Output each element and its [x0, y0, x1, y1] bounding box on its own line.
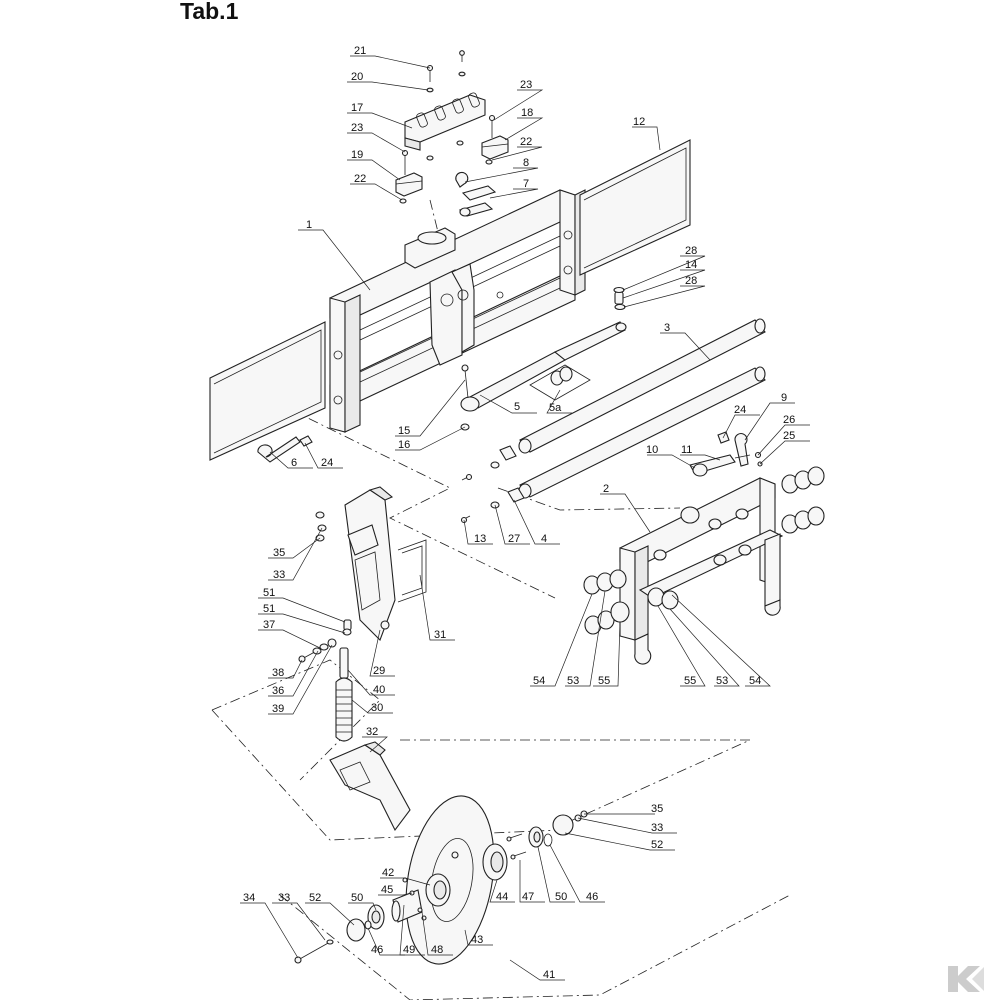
- callout-32: 32: [366, 726, 378, 738]
- callout-52-right: 52: [651, 839, 663, 851]
- bearing-assembly: [482, 810, 588, 881]
- callout-27: 27: [508, 533, 520, 545]
- callout-23-right: 23: [520, 79, 532, 91]
- callout-1: 1: [306, 219, 312, 231]
- callout-53-left: 53: [567, 675, 579, 687]
- callout-35-bottom: 35: [651, 803, 663, 815]
- callout-30: 30: [371, 702, 383, 714]
- callout-55-left: 55: [598, 675, 610, 687]
- callout-50-right: 50: [555, 891, 567, 903]
- callout-33-top: 33: [273, 569, 285, 581]
- callout-43: 43: [471, 934, 483, 946]
- callout-22-right: 22: [520, 136, 532, 148]
- page-title: Tab.1: [180, 0, 239, 24]
- callout-28-top: 28: [685, 245, 697, 257]
- spring-assembly: [298, 619, 353, 742]
- callout-13: 13: [474, 533, 486, 545]
- callout-12: 12: [633, 116, 645, 128]
- callout-15: 15: [398, 425, 410, 437]
- callout-9: 9: [781, 392, 787, 404]
- small-fasteners: [460, 445, 525, 524]
- disc-arm-32: [329, 741, 411, 832]
- callout-3: 3: [664, 322, 670, 334]
- callout-6: 6: [291, 457, 297, 469]
- rear-frame: [619, 431, 784, 665]
- callout-8: 8: [523, 157, 529, 169]
- callout-23-left: 23: [351, 122, 363, 134]
- callout-24-left: 24: [321, 457, 333, 469]
- pins-7-8: [455, 171, 497, 217]
- callout-38: 38: [272, 667, 284, 679]
- main-frame: [329, 189, 586, 433]
- callout-21: 21: [354, 45, 366, 57]
- callout-46-right: 46: [586, 891, 598, 903]
- bearing-rings: [583, 466, 825, 635]
- callout-24-right: 24: [734, 404, 746, 416]
- callout-33-mid: 33: [651, 822, 663, 834]
- callout-10: 10: [646, 444, 658, 456]
- callout-14: 14: [685, 259, 697, 271]
- hydraulic-cylinder: [460, 286, 627, 431]
- callout-31: 31: [434, 629, 446, 641]
- callout-22-left: 22: [354, 173, 366, 185]
- callout-34: 34: [243, 892, 255, 904]
- callout-49: 49: [403, 944, 415, 956]
- callout-55-right: 55: [684, 675, 696, 687]
- callout-36: 36: [272, 685, 284, 697]
- callout-40: 40: [373, 684, 385, 696]
- callout-7: 7: [523, 178, 529, 190]
- callout-18: 18: [521, 107, 533, 119]
- callout-41: 41: [543, 969, 555, 981]
- callout-54-right: 54: [749, 675, 761, 687]
- callout-28-bottom: 28: [685, 275, 697, 287]
- callout-54-left: 54: [533, 675, 545, 687]
- callout-52-left: 52: [309, 892, 321, 904]
- kramp-k-icon: [944, 962, 988, 996]
- callout-11: 11: [681, 444, 692, 456]
- callout-51-upper: 51: [263, 587, 275, 599]
- callout-50-left: 50: [351, 892, 363, 904]
- callout-26: 26: [783, 414, 795, 426]
- callout-25: 25: [783, 430, 795, 442]
- callout-35-top: 35: [273, 547, 285, 559]
- callout-46-left: 46: [371, 944, 383, 956]
- callout-2: 2: [603, 483, 609, 495]
- callout-39: 39: [272, 703, 284, 715]
- callout-5: 5: [514, 401, 520, 413]
- top-bracket-assembly: [395, 50, 509, 204]
- callout-19: 19: [351, 149, 363, 161]
- callout-44: 44: [496, 891, 508, 903]
- hub-assembly: [294, 873, 451, 964]
- callout-5a: 5a: [549, 402, 562, 414]
- callout-16: 16: [398, 439, 410, 451]
- callout-42: 42: [382, 867, 394, 879]
- callout-48: 48: [431, 944, 443, 956]
- part-callouts: 21 20 17 23 18 22 23 19 22 8 7 12: [240, 45, 810, 981]
- callout-51-lower: 51: [263, 603, 275, 615]
- callout-37: 37: [263, 619, 275, 631]
- callout-4: 4: [541, 533, 547, 545]
- callout-53-right: 53: [716, 675, 728, 687]
- callout-20: 20: [351, 71, 363, 83]
- side-plates: [209, 139, 691, 461]
- lock-pin-6: [257, 435, 313, 463]
- callout-45: 45: [381, 884, 393, 896]
- callout-47: 47: [522, 891, 534, 903]
- callout-17: 17: [351, 102, 363, 114]
- callout-33-bottom: 33: [278, 892, 290, 904]
- arm-29: [315, 486, 427, 641]
- callout-29: 29: [373, 665, 385, 677]
